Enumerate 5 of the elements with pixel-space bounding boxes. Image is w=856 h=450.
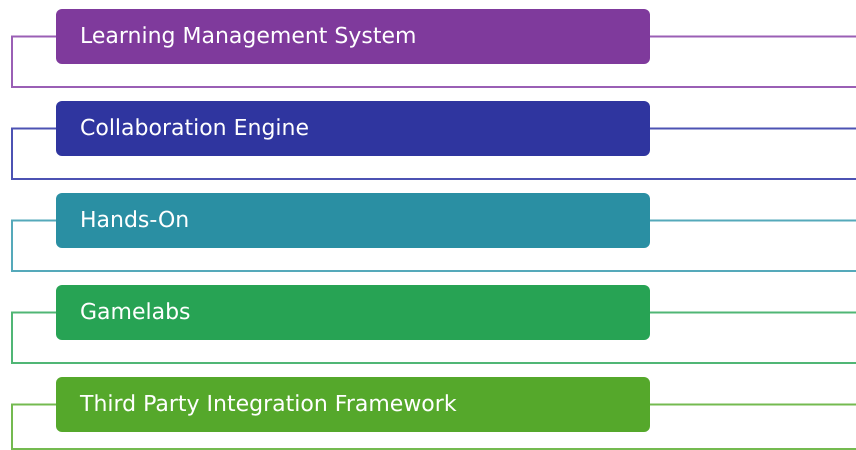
list-item-box: Third Party Integration Framework <box>56 377 650 432</box>
list-item-box: Collaboration Engine <box>56 101 650 156</box>
list-item-box: Hands-On <box>56 193 650 248</box>
list-item-box: Learning Management System <box>56 9 650 64</box>
list-item-box: Gamelabs <box>56 285 650 340</box>
